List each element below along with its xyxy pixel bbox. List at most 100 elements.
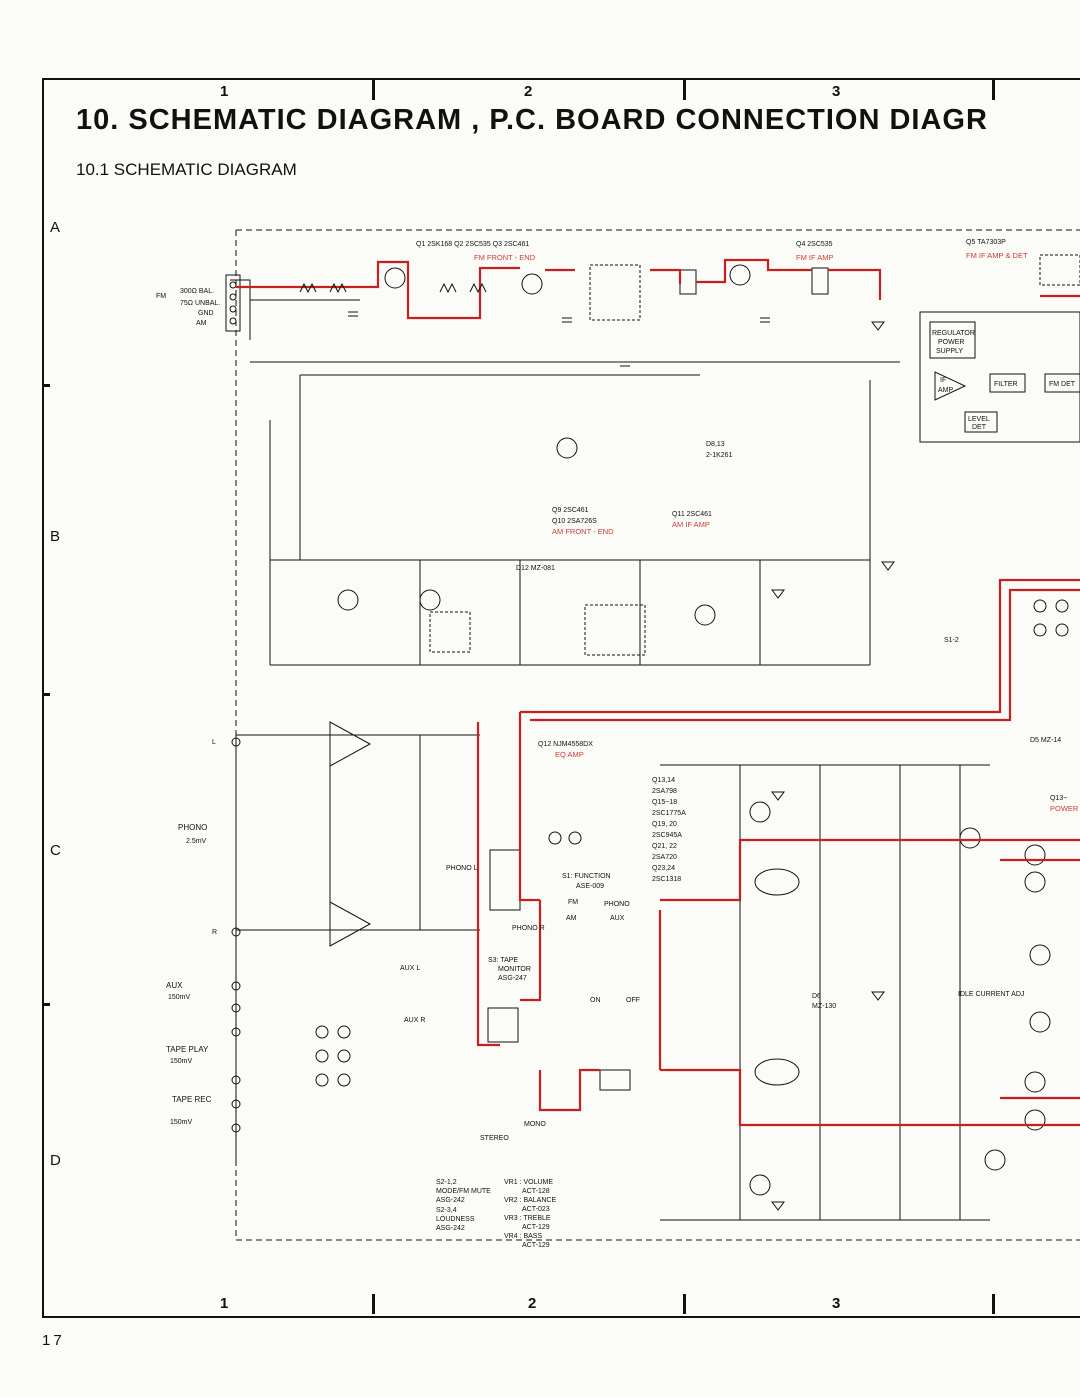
if-amp-label: AMP bbox=[938, 387, 954, 394]
filter-f2 bbox=[811, 267, 829, 295]
s3-part: ASG-247 bbox=[498, 975, 527, 982]
switch-s3-1 bbox=[487, 1007, 519, 1043]
tape-rec-jack bbox=[231, 1123, 241, 1133]
phono-jack bbox=[231, 927, 241, 937]
regulator-label: SUPPLY bbox=[936, 348, 963, 355]
phono-r-sw: PHONO R bbox=[512, 925, 545, 932]
vr-note: ACT-129 bbox=[522, 1224, 550, 1231]
transistor-q15 bbox=[749, 801, 771, 823]
s3-note: S3: TAPE bbox=[488, 957, 518, 964]
stereo-label: STEREO bbox=[480, 1135, 509, 1142]
power-label: POWER bbox=[1050, 804, 1079, 813]
s2-12-desc: MODE/FM MUTE bbox=[436, 1188, 491, 1195]
level-det-label: DET bbox=[972, 424, 987, 431]
tape-rec-jack bbox=[231, 1099, 241, 1109]
mono-label: MONO bbox=[524, 1121, 546, 1128]
row-label: C bbox=[50, 842, 61, 859]
row-divider bbox=[42, 693, 50, 696]
transformer-t4 bbox=[429, 611, 471, 653]
if-amp-label: IF bbox=[940, 377, 946, 384]
s2-12: S2-1,2 bbox=[436, 1179, 457, 1186]
s2-34-desc: LOUDNESS bbox=[436, 1216, 475, 1223]
opamp-q12-1 bbox=[329, 721, 372, 767]
transistor-list: Q13,14 bbox=[652, 777, 675, 784]
transistor-list: 2SC1318 bbox=[652, 876, 681, 883]
am-frontend-parts: Q10 2SA726S bbox=[552, 518, 597, 525]
aux-jack bbox=[231, 981, 241, 991]
transistor-list: 2SC945A bbox=[652, 832, 682, 839]
ic-ta7303p bbox=[919, 311, 1080, 443]
s1-note: S1: FUNCTION bbox=[562, 873, 611, 880]
column-divider bbox=[372, 1294, 375, 1314]
column-label: 1 bbox=[220, 1295, 229, 1312]
transistor-list: Q21, 22 bbox=[652, 843, 677, 850]
fm-if-parts: Q4 2SC535 bbox=[796, 241, 833, 248]
drawing-frame bbox=[42, 78, 1080, 1318]
transistor-q17 bbox=[959, 827, 981, 849]
page-title: 10. SCHEMATIC DIAGRAM , P.C. BOARD CONNE… bbox=[76, 104, 988, 136]
transistor-q1 bbox=[384, 267, 406, 289]
fm-frontend-label: FM FRONT - END bbox=[474, 253, 536, 262]
transistor-q23 bbox=[1029, 944, 1051, 966]
am-label: AM bbox=[196, 320, 207, 327]
s1-aux: AUX bbox=[610, 915, 625, 922]
fm-if-label: FM IF AMP bbox=[796, 253, 834, 262]
transistor-list: Q15~18 bbox=[652, 799, 677, 806]
vr-note: VR2 : BALANCE bbox=[504, 1197, 556, 1204]
transistor-q21 bbox=[1024, 844, 1046, 866]
column-divider bbox=[683, 1294, 686, 1314]
tape-play-level: 150mV bbox=[170, 1058, 193, 1065]
phono-label: PHONO bbox=[178, 823, 207, 832]
column-divider bbox=[992, 80, 995, 100]
transistor-q2 bbox=[521, 273, 543, 295]
transistor-q10 bbox=[419, 589, 441, 611]
s2-12-part: ASG-242 bbox=[436, 1197, 465, 1204]
vr-note: VR3 : TREBLE bbox=[504, 1215, 551, 1222]
level-det-block bbox=[964, 411, 998, 433]
row-divider bbox=[42, 384, 50, 387]
am-frontend-label: AM FRONT - END bbox=[552, 527, 614, 536]
fm-bal-label: 300Ω BAL. bbox=[180, 288, 214, 295]
s1-part: ASE-009 bbox=[576, 883, 604, 890]
eq-amp-parts: Q12 NJM4558DX bbox=[538, 741, 593, 748]
column-label: 2 bbox=[528, 1295, 537, 1312]
transistor-q18 bbox=[984, 1149, 1006, 1171]
row-label: A bbox=[50, 219, 61, 236]
s1-2-label: S1-2 bbox=[944, 637, 959, 644]
am-if-parts: Q11 2SC461 bbox=[672, 511, 712, 518]
regulator-block bbox=[929, 321, 976, 359]
fm-unbal-label: 75Ω UNBAL. bbox=[180, 300, 220, 307]
d8-13-label: D8,13 bbox=[706, 441, 725, 448]
transistor-list: 2SA720 bbox=[652, 854, 677, 861]
vr-note: VR1 : VOLUME bbox=[504, 1179, 553, 1186]
row-divider bbox=[42, 1003, 50, 1006]
transistor-list: Q19, 20 bbox=[652, 821, 677, 828]
phono-l: L bbox=[212, 739, 216, 746]
page-number: 17 bbox=[42, 1332, 65, 1349]
fm-label: FM bbox=[156, 293, 166, 300]
regulator-label: POWER bbox=[938, 339, 964, 346]
transistor-q22 bbox=[1024, 1109, 1046, 1131]
row-label: B bbox=[50, 528, 61, 545]
gnd-label: GND bbox=[198, 310, 214, 317]
am-if-label: AM IF AMP bbox=[672, 520, 710, 529]
column-label: 1 bbox=[220, 83, 229, 100]
column-divider bbox=[372, 80, 375, 100]
transistor-q13 bbox=[754, 868, 800, 896]
column-label: 2 bbox=[524, 83, 533, 100]
transistor-q20 bbox=[1024, 1071, 1046, 1093]
filter-label: FILTER bbox=[994, 381, 1018, 388]
antenna-terminal bbox=[225, 274, 241, 332]
antenna-lead bbox=[230, 279, 251, 340]
s2-34-part: ASG-242 bbox=[436, 1225, 465, 1232]
tape-play-label: TAPE PLAY bbox=[166, 1045, 209, 1054]
s3-note: MONITOR bbox=[498, 966, 531, 973]
row-label: D bbox=[50, 1152, 61, 1169]
transformer-t1 bbox=[589, 264, 641, 321]
phono-level: 2.5mV bbox=[186, 838, 207, 845]
aux-r-sw: AUX R bbox=[404, 1017, 425, 1024]
s1-phono: PHONO bbox=[604, 901, 630, 908]
transformer-t2 bbox=[1039, 254, 1080, 286]
